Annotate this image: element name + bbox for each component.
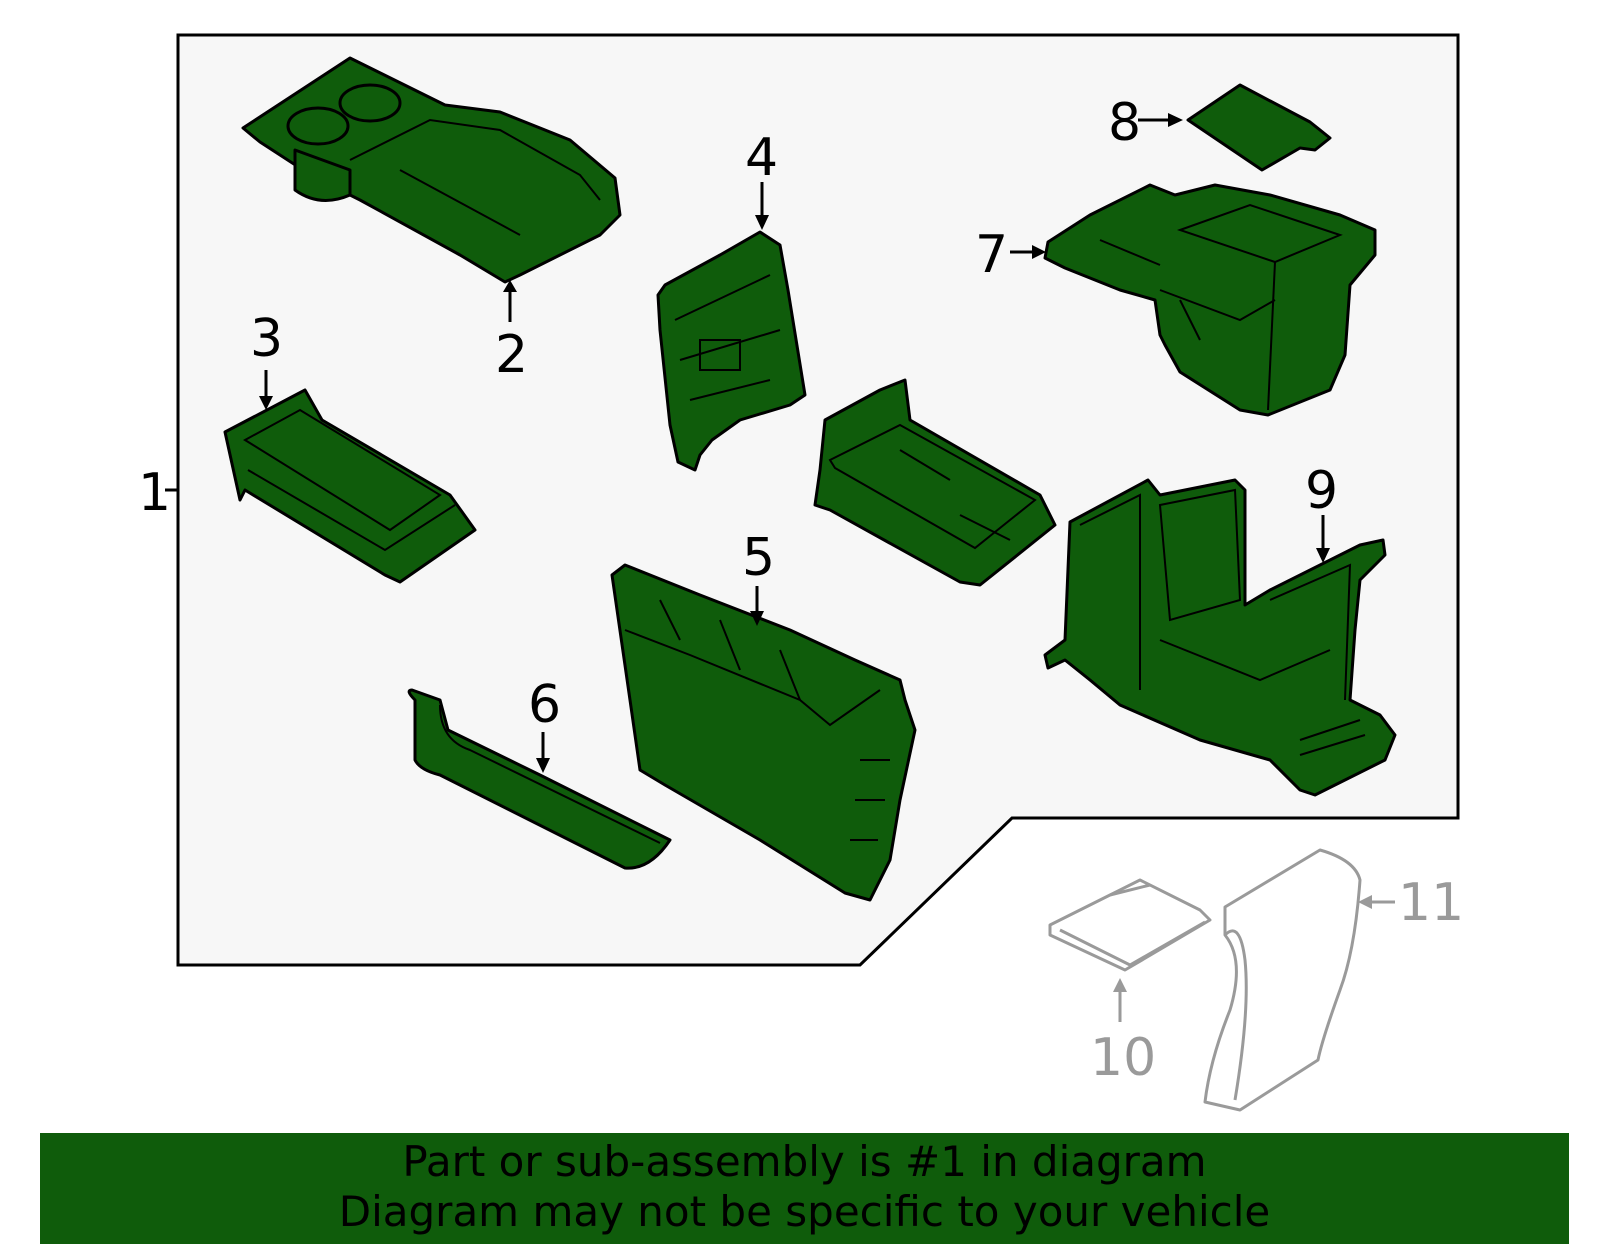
part-9-base-frame[interactable] <box>1043 478 1397 797</box>
disclaimer-banner: Part or sub-assembly is #1 in diagram Di… <box>40 1133 1569 1244</box>
part-2-armrest-lid[interactable] <box>241 56 622 284</box>
part-11-gray-panel[interactable] <box>1203 848 1362 1112</box>
part-8-bin-lid[interactable] <box>1186 83 1332 172</box>
callout-9: 9 <box>1305 461 1338 521</box>
callout-6: 6 <box>528 675 561 735</box>
callout-1: 1 <box>138 463 171 523</box>
part-7-bin-housing[interactable] <box>1043 183 1377 417</box>
leader-lines <box>165 113 1395 1022</box>
callout-10: 10 <box>1090 1028 1156 1088</box>
callout-11: 11 <box>1398 873 1464 933</box>
banner-line-1: Part or sub-assembly is #1 in diagram <box>402 1137 1207 1186</box>
callout-3: 3 <box>250 309 283 369</box>
banner-line-2: Diagram may not be specific to your vehi… <box>338 1187 1271 1236</box>
part-10-gray-pad[interactable] <box>1048 878 1212 972</box>
part-3-storage-tray[interactable] <box>223 388 477 584</box>
callout-5: 5 <box>742 528 775 588</box>
callout-2: 2 <box>495 325 528 385</box>
callout-7: 7 <box>975 225 1008 285</box>
callout-4: 4 <box>745 128 778 188</box>
console-base-tray[interactable] <box>813 378 1057 587</box>
part-6-trim-strip[interactable] <box>407 688 672 870</box>
part-4-side-bracket[interactable] <box>656 230 807 472</box>
callout-8: 8 <box>1108 93 1141 153</box>
